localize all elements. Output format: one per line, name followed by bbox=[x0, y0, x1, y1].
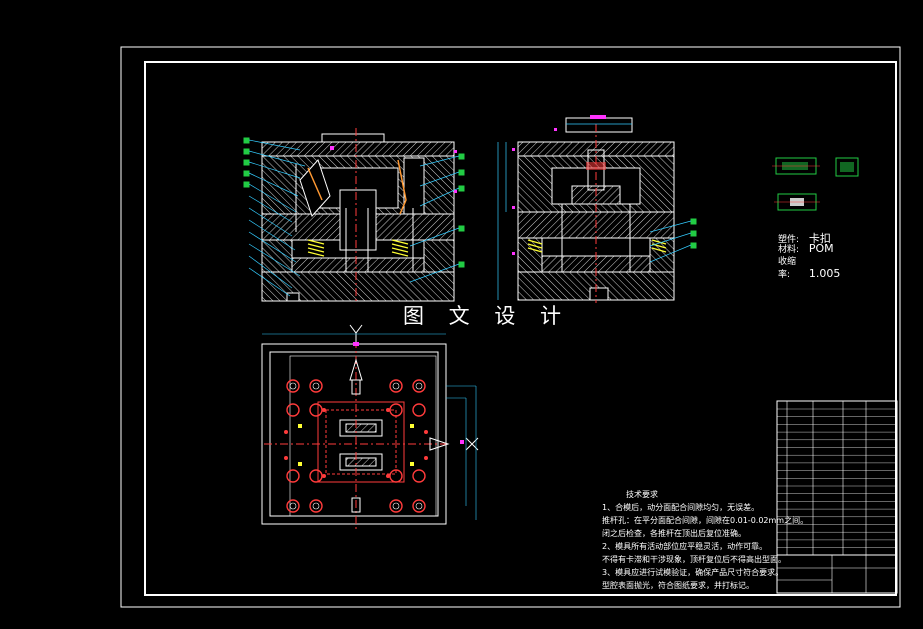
left-callouts bbox=[243, 137, 465, 297]
note-line: 1、合模后，动分面配合间隙均匀，无误差。 bbox=[602, 503, 760, 512]
material-row-part: 塑件: 卡扣 bbox=[778, 230, 831, 246]
material-label: 塑件: bbox=[778, 235, 800, 245]
notes-title: 技术要求 bbox=[626, 490, 658, 499]
material-value: 卡扣 bbox=[808, 232, 831, 245]
note-line: 3、模具应进行试模验证，确保产品尺寸符合要求。 bbox=[602, 568, 784, 577]
material-value: 1.005 bbox=[808, 267, 841, 280]
material-row-shrinkage: 收缩率: 1.005 bbox=[778, 254, 840, 280]
note-line: 型腔表面抛光，符合图纸要求，并打标记。 bbox=[602, 581, 754, 590]
technical-notes: 技术要求 1、合模后，动分面配合间隙均匀，无误差。 推杆孔：在平分面配合间隙，间… bbox=[602, 488, 809, 592]
front-section-view bbox=[261, 128, 455, 303]
material-label: 收缩率: bbox=[778, 257, 797, 280]
note-line: 闭之后检查，各推杆在顶出后复位准确。 bbox=[602, 529, 746, 538]
note-line: 2、模具所有活动部位应平稳灵活，动作可靠。 bbox=[602, 542, 768, 551]
note-line: 推杆孔：在平分面配合间隙，间隙在0.01-0.02mm之间。 bbox=[602, 516, 809, 525]
parts-list-table bbox=[776, 400, 898, 594]
outer-frame bbox=[120, 46, 901, 608]
part-thumbnails bbox=[772, 157, 859, 211]
material-value: POM bbox=[808, 242, 834, 255]
note-line: 不得有卡滞和干涉现象，顶杆复位后不得高出型面。 bbox=[602, 555, 786, 564]
watermark-text: 图 文 设 计 bbox=[403, 304, 571, 328]
inner-frame bbox=[144, 61, 897, 596]
plan-view bbox=[261, 324, 479, 530]
side-section-view bbox=[497, 115, 697, 303]
material-row-material: 材料: POM bbox=[778, 242, 834, 255]
material-label: 材料: bbox=[778, 245, 800, 255]
